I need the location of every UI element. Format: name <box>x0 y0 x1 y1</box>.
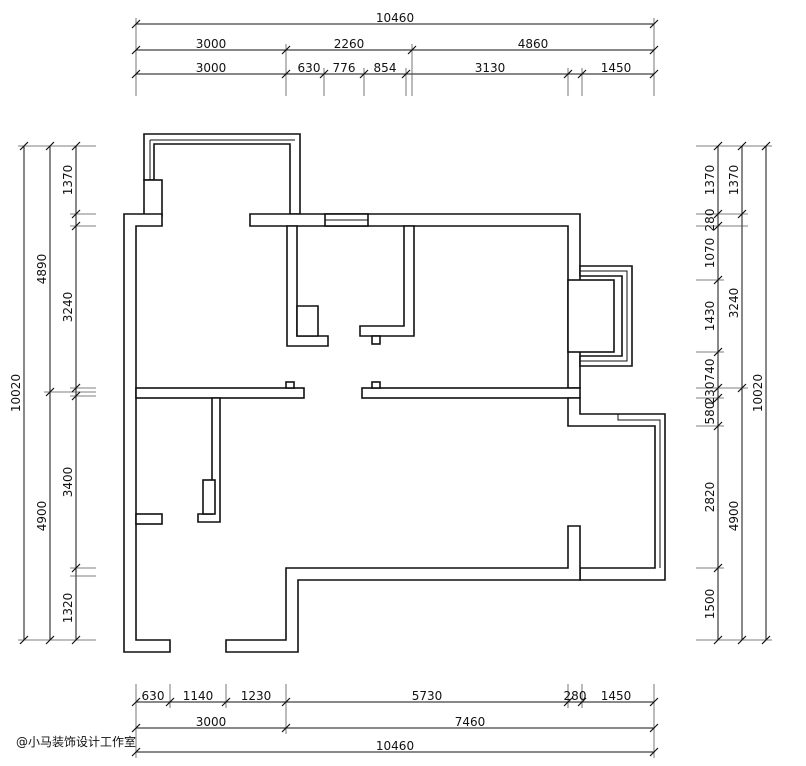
right-mid-dim-2: 3240 <box>727 288 741 319</box>
middle-wall-right-post <box>371 381 381 389</box>
bottom-dim-3: 1230 <box>241 689 272 703</box>
right-inner-dim-8: 2820 <box>703 482 717 513</box>
right-mid-dim-3: 4900 <box>727 501 741 532</box>
bottom-dim-4: 5730 <box>412 689 443 703</box>
west-stub <box>135 513 163 525</box>
right-inner-dim-7: 580 <box>703 402 717 425</box>
top-dim-3: 4860 <box>518 37 549 51</box>
top-dim-2: 2260 <box>334 37 365 51</box>
balcony-north-wall <box>143 133 301 215</box>
top-sub-dim-4: 854 <box>374 61 397 75</box>
watermark: @小马装饰设计工作室 <box>16 734 136 749</box>
left-inner-dim-2: 3240 <box>61 292 75 323</box>
bottom-overall-dim: 10460 <box>376 739 414 753</box>
left-inner-dim-1: 1370 <box>61 165 75 196</box>
top-sub-dim-6: 1450 <box>601 61 632 75</box>
east-window-glass <box>617 414 661 568</box>
middle-wall-left-post <box>285 381 295 389</box>
top-overall-dim: 10460 <box>376 11 414 25</box>
bath-fixture-left <box>296 305 319 337</box>
right-inner-dim-1: 1370 <box>703 165 717 196</box>
right-inner-dim-5: 740 <box>703 359 717 382</box>
left-inner-dim-3: 3400 <box>61 467 75 498</box>
right-overall-dim: 10020 <box>751 374 765 412</box>
middle-wall-left <box>135 387 305 399</box>
bottom-dim-2: 1140 <box>183 689 214 703</box>
bath-partition-right <box>359 225 415 337</box>
bath-partition-left <box>286 225 329 347</box>
left-inner-dim-4: 1320 <box>61 593 75 624</box>
bottom-mid-dim-2: 7460 <box>455 715 486 729</box>
east-step-wall <box>567 397 666 581</box>
bottom-dim-6: 1450 <box>601 689 632 703</box>
bottom-dim-1: 630 <box>142 689 165 703</box>
walls <box>123 133 666 653</box>
bay-window-sill <box>567 279 615 353</box>
middle-wall-right <box>361 387 581 399</box>
left-overall-dim: 10020 <box>9 374 23 412</box>
right-mid-dim-1: 1370 <box>727 165 741 196</box>
kitchen-counter <box>202 479 216 515</box>
north-wall <box>249 213 581 389</box>
right-dimensions: 1370 280 1070 1430 740 230 580 2820 1500… <box>696 141 772 645</box>
top-sub-dim-1: 3000 <box>196 61 227 75</box>
balcony-pier <box>143 179 163 217</box>
right-inner-dim-4: 1430 <box>703 301 717 332</box>
left-dimensions: 10020 4890 4900 1370 3240 3400 1320 <box>9 141 96 645</box>
bottom-dimensions: 630 1140 1230 5730 280 1450 3000 7460 10… <box>131 684 659 758</box>
right-inner-dim-6: 230 <box>703 382 717 405</box>
top-dim-1: 3000 <box>196 37 227 51</box>
right-inner-dim-9: 1500 <box>703 589 717 620</box>
bay-window-glass <box>580 270 628 362</box>
west-outer-wall <box>123 213 171 653</box>
bath-fixture-right <box>371 335 381 345</box>
bottom-mid-dim-1: 3000 <box>196 715 227 729</box>
left-mid-dim-2: 4900 <box>35 501 49 532</box>
top-dimensions: 10460 3000 2260 4860 3000 630 776 854 31… <box>131 11 659 96</box>
right-inner-dim-3: 1070 <box>703 238 717 269</box>
right-inner-dim-2: 280 <box>703 209 717 232</box>
left-mid-dim-1: 4890 <box>35 254 49 285</box>
bottom-dim-5: 280 <box>564 689 587 703</box>
balcony-window-line <box>149 139 295 182</box>
top-sub-dim-3: 776 <box>333 61 356 75</box>
top-sub-dim-2: 630 <box>298 61 321 75</box>
south-wall <box>225 525 581 653</box>
top-sub-dim-5: 3130 <box>475 61 506 75</box>
